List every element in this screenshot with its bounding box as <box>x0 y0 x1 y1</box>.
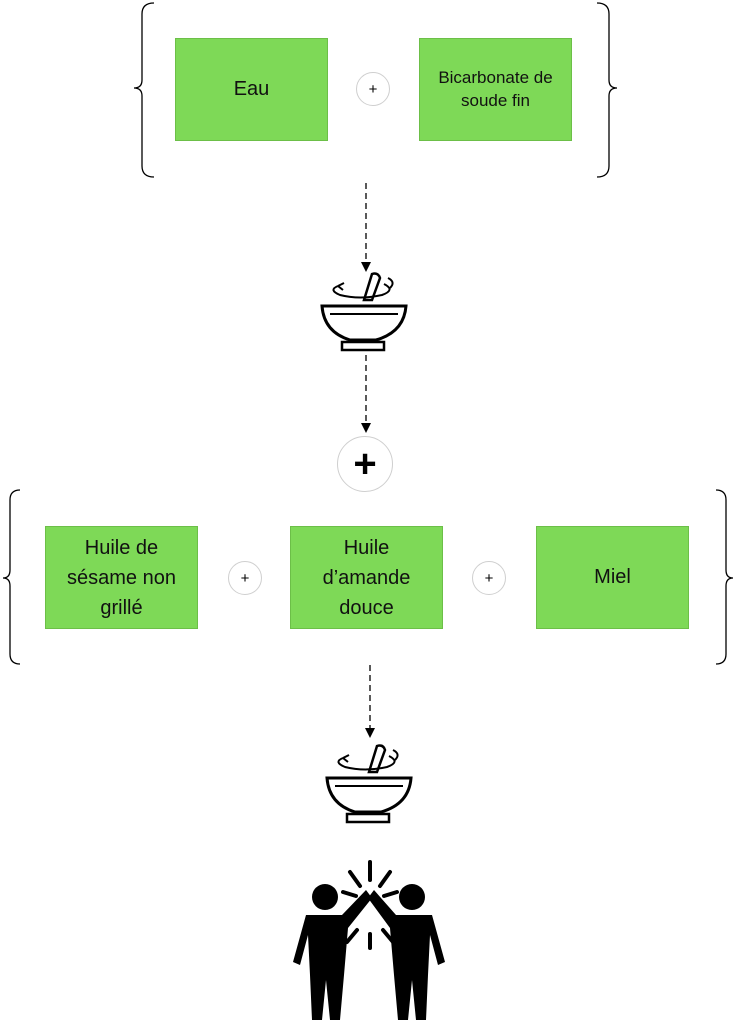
ingredient-label: Huile de sésame non grillé <box>67 536 176 619</box>
plus-big-icon: + <box>337 436 393 492</box>
ingredient-label: Huile d’amande douce <box>322 536 411 619</box>
ingredient-box-miel: Miel <box>536 526 689 629</box>
ingredient-label: Miel <box>594 566 631 588</box>
plus-icon: + <box>472 561 506 595</box>
ingredient-box-huile-sesame: Huile de sésame non grillé <box>45 526 198 629</box>
ingredient-box-bicarbonate: Bicarbonate de soude fin <box>419 38 572 141</box>
plus-icon: + <box>356 72 390 106</box>
ingredient-box-eau: Eau <box>175 38 328 141</box>
plus-icon: + <box>228 561 262 595</box>
ingredient-label: Bicarbonate de soude fin <box>438 68 553 110</box>
ingredient-label: Eau <box>233 78 270 100</box>
ingredient-box-huile-amande: Huile d’amande douce <box>290 526 443 629</box>
